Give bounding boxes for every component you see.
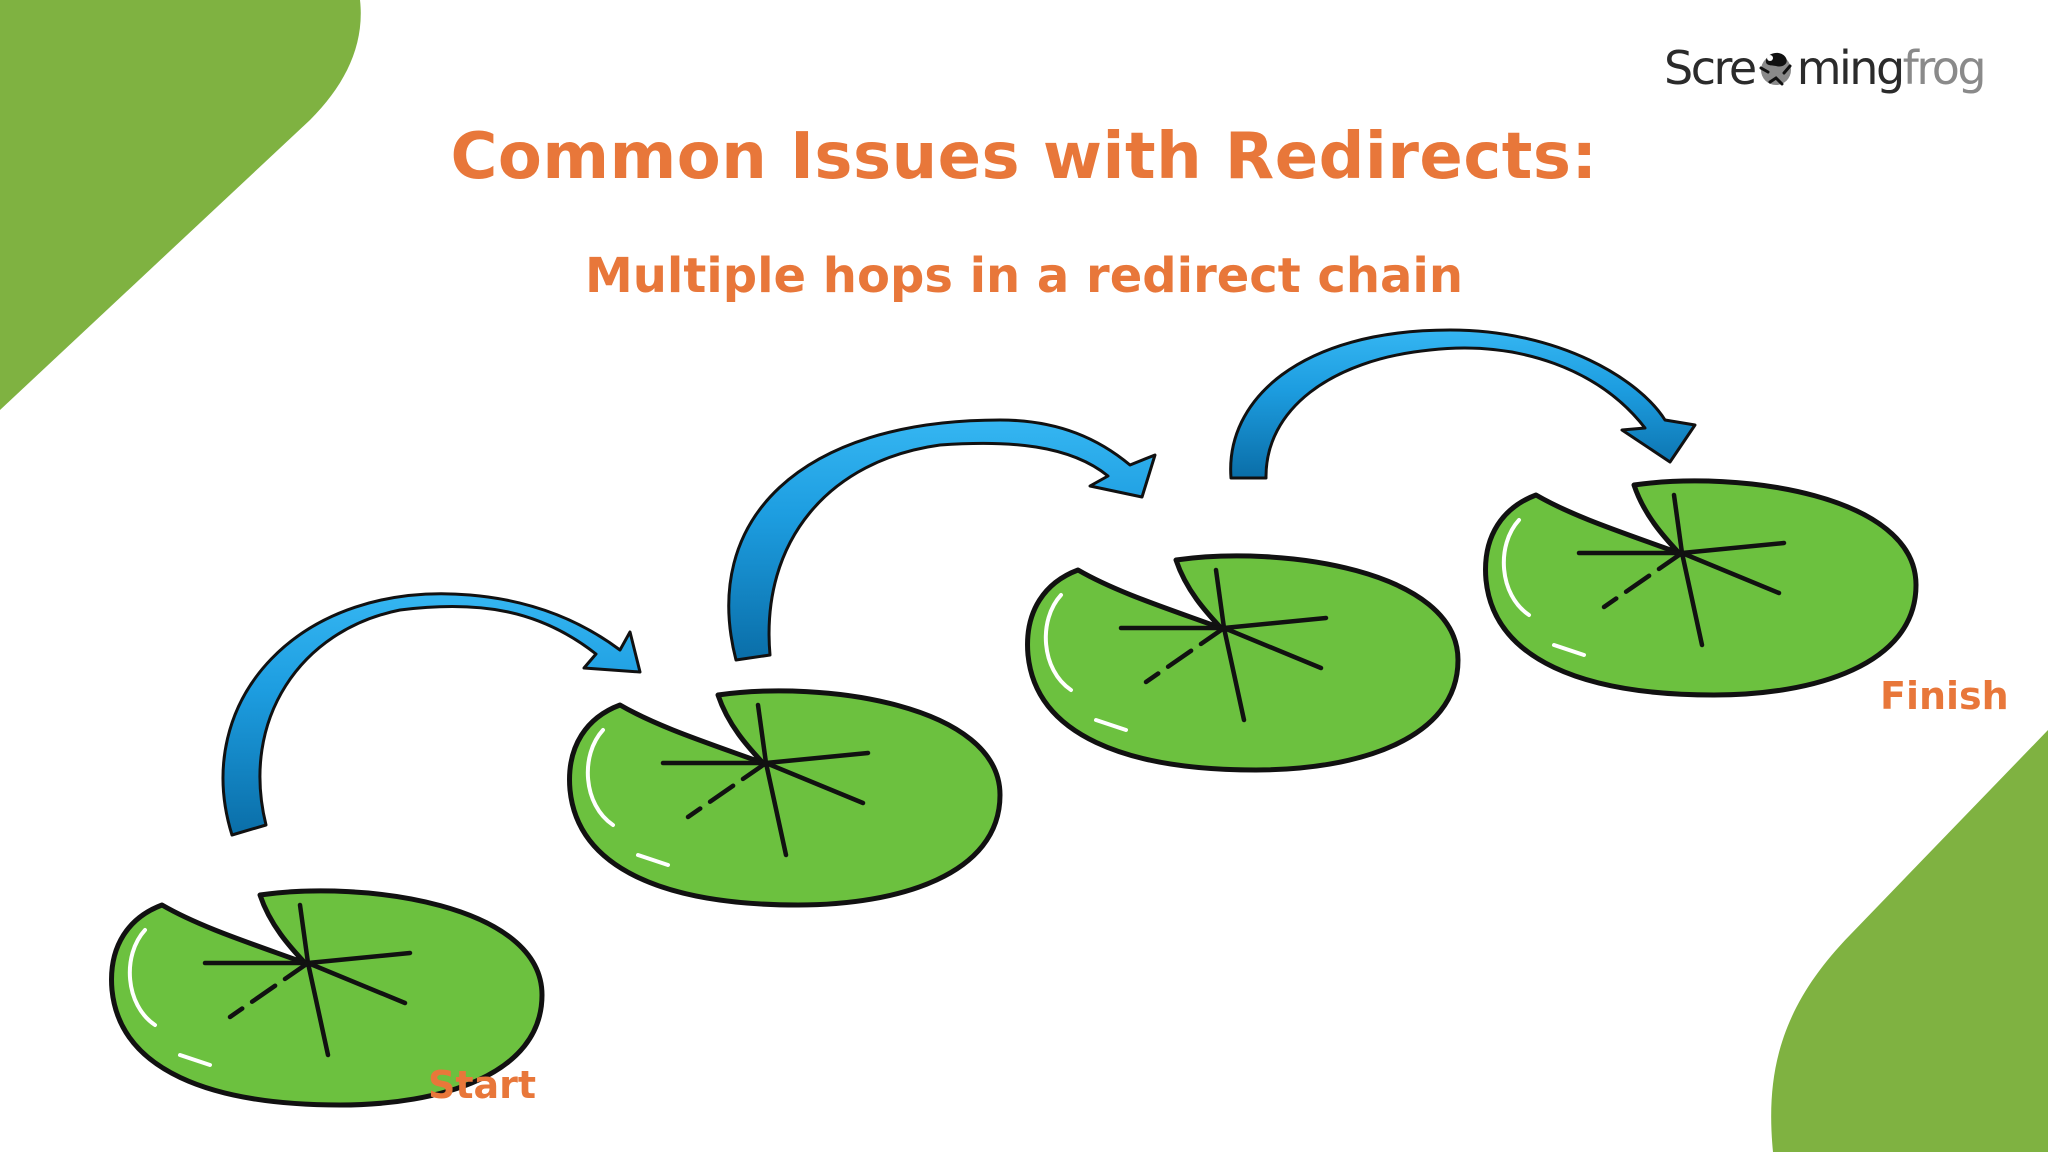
- redirect-arrow: [221, 592, 642, 837]
- lily-pad: [570, 691, 1000, 905]
- page-subtitle: Multiple hops in a redirect chain: [584, 248, 1464, 304]
- lily-pad: [1028, 556, 1458, 770]
- lily-pads: [112, 481, 1916, 1105]
- frog-icon: [1759, 52, 1792, 86]
- redirect-arrow: [727, 418, 1157, 662]
- start-label: Start: [428, 1063, 537, 1107]
- corner-decoration-bottom-right: [1771, 730, 2048, 1152]
- finish-label: Finish: [1880, 674, 2009, 718]
- lily-pad: [1486, 481, 1916, 695]
- screamingfrog-logo: Scre ming frog: [1664, 41, 1987, 95]
- redirect-arrow: [1229, 328, 1697, 480]
- corner-decoration-top-left: [0, 0, 361, 410]
- page-title: Common Issues with Redirects:: [450, 120, 1598, 194]
